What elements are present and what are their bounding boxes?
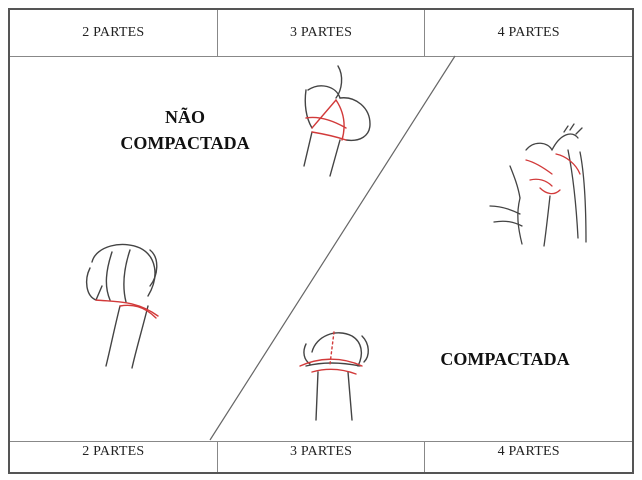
label-impacted: COMPACTADA: [440, 349, 570, 369]
classification-table: 2 PARTES 3 PARTES 4 PARTES 2 PARTES 3 PA…: [8, 8, 634, 474]
header-3-parts: 3 PARTES: [216, 10, 425, 56]
footer-2-parts: 2 PARTES: [82, 444, 145, 459]
footer-3-parts: 3 PARTES: [216, 442, 425, 472]
header-row: 2 PARTES 3 PARTES 4 PARTES: [10, 10, 632, 57]
header-4-parts: 4 PARTES: [424, 10, 632, 56]
footer-4-parts: 4 PARTES: [424, 442, 632, 472]
footer-row: 2 PARTES 3 PARTES 4 PARTES: [10, 441, 632, 472]
label-non-impacted: NÃO COMPACTADA: [120, 107, 250, 154]
header-2-parts: 2 PARTES: [82, 25, 145, 40]
